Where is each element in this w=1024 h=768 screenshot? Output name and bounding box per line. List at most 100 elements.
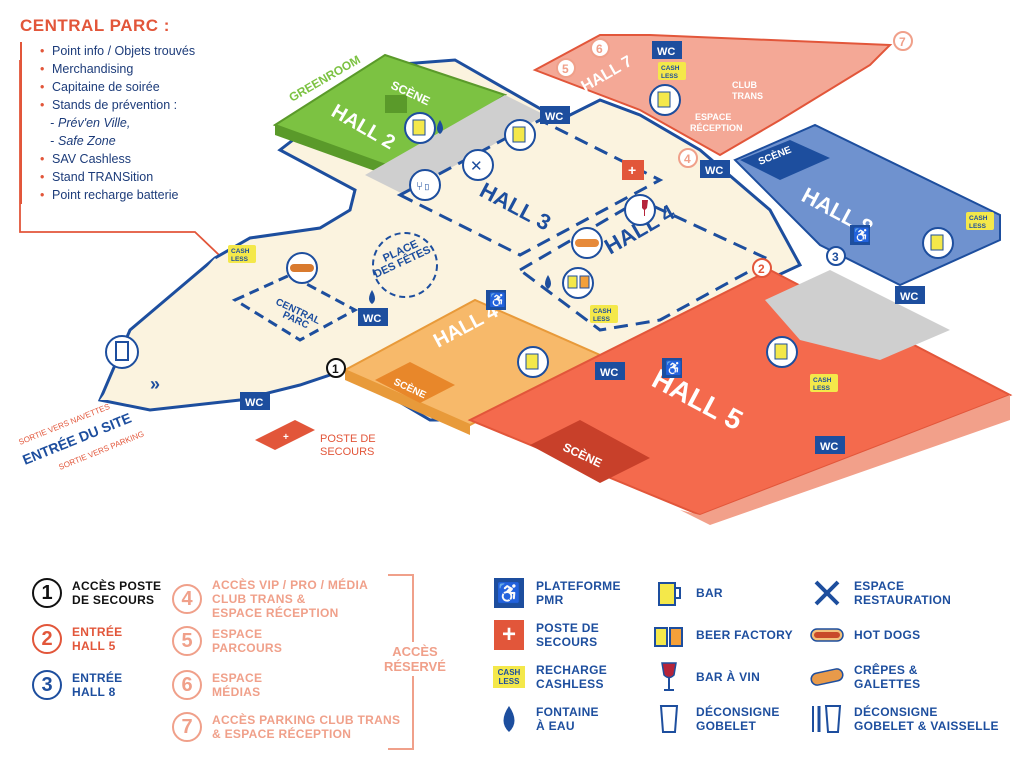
first-aid-zone [255,420,315,450]
hall-3 [396,118,664,257]
water-drop-icon [437,120,443,134]
wheelchair-icon: ♿ [492,576,526,610]
svg-text:♿: ♿ [665,360,682,377]
marker-6: 6 [590,38,610,58]
wc-badge: WC [540,106,570,124]
hot-dog-icon [571,227,603,259]
marker-7: 7 [893,31,913,51]
central-parc-zone [231,273,359,342]
svg-text:WC: WC [600,367,618,379]
legend-bar: BAR [652,576,723,610]
number-6-icon: 6 [172,670,202,700]
wine-glass-icon [624,194,656,226]
site-ground-left [100,258,240,400]
svg-text:WC: WC [245,397,263,409]
svg-text:⑂▯: ⑂▯ [416,179,430,193]
svg-text:♿: ♿ [489,292,506,309]
svg-text:CASH: CASH [661,65,680,72]
wheelchair-icon: ♿ [662,358,682,378]
first-aid-icon: + [622,160,644,180]
cashless-badge: CASHLESS [658,62,686,80]
first-aid-cross: + [283,432,289,443]
fork-knife-icon: ✕ [462,149,494,181]
marker-3: 3 [826,246,846,266]
legend-item-7: 7 ACCÈS PARKING CLUB TRANS& ESPACE RÉCEP… [172,712,400,742]
place-des-fetes [372,232,438,298]
club-trans-label-2: TRANS [732,91,763,101]
first-aid-icon: + [492,618,526,652]
green-stage [385,95,407,113]
hall-2-side [275,125,400,180]
list-item: Point info / Objets trouvés [40,42,280,60]
list-item: Prév'en Ville, [40,114,280,132]
cashless-badge: CASHLESS [590,305,618,323]
svg-text:CASH: CASH [969,215,988,222]
svg-text:2: 2 [758,262,765,276]
hall-8-stage [740,140,830,180]
espace-reception-label-2: RÉCEPTION [690,123,743,133]
grey-area [365,95,545,195]
hall-5-outer [680,395,1010,525]
svg-text:WC: WC [900,291,918,303]
legend-crepes: CRÊPES &GALETTES [810,660,920,694]
legend-hot-dogs: HOT DOGS [810,618,920,652]
number-5-icon: 5 [172,626,202,656]
svg-text:LESS: LESS [231,256,249,263]
list-item: Capitaine de soirée [40,78,280,96]
cup-icon [652,702,686,736]
list-item: Stand TRANSition [40,168,280,186]
svg-text:+: + [628,162,636,178]
list-item: Point recharge batterie [40,186,280,204]
cup-icon [105,335,139,369]
svg-text:5: 5 [562,62,569,76]
hot-dog-icon [810,618,844,652]
svg-text:WC: WC [705,165,723,177]
hall-4-stage [375,362,455,403]
water-drop-icon [492,702,526,736]
wc-badge: WC [595,362,625,380]
central-parc-title: CENTRAL PARC : [20,16,170,35]
marker-2: 2 [752,258,772,278]
wheelchair-icon: ♿ [850,225,870,245]
svg-text:LESS: LESS [593,316,611,323]
poste-secours-label-2: SECOURS [320,446,374,458]
poste-secours-label-1: POSTE DE [320,433,376,445]
central-parc-info: CENTRAL PARC : Point info / Objets trouv… [20,16,280,204]
cup-cutlery-icon [810,702,844,736]
svg-text:WC: WC [545,111,563,123]
svg-text:WC: WC [657,46,675,58]
wc-badge: WC [652,41,682,59]
legend-beer-factory: BEER FACTORY [652,618,793,652]
beer-factory-icon [652,618,686,652]
cashless-badge: CASHLESS [228,245,256,263]
svg-text:4: 4 [684,152,691,166]
cup-cutlery-icon: ⑂▯ [409,169,441,201]
beer-icon [504,119,536,151]
wc-badge: WC [815,436,845,454]
central-parc-list: Point info / Objets trouvés Merchandisin… [20,42,280,204]
crepe-icon [286,252,318,284]
water-drop-icon [369,290,375,304]
festival-map: GREENROOM SCÈNE HALL 2 HALL 3 HALL 4 PLA… [17,31,1013,525]
beer-icon [517,346,549,378]
hall-7 [532,34,893,157]
fork-knife-icon [810,576,844,610]
crepe-icon [810,660,844,694]
cashless-badge: CASHLESS [966,212,994,230]
svg-text:LESS: LESS [661,73,679,80]
beer-icon [922,227,954,259]
wine-glass-icon [652,660,686,694]
svg-text:6: 6 [596,42,603,56]
list-item: Stands de prévention : [40,96,280,114]
